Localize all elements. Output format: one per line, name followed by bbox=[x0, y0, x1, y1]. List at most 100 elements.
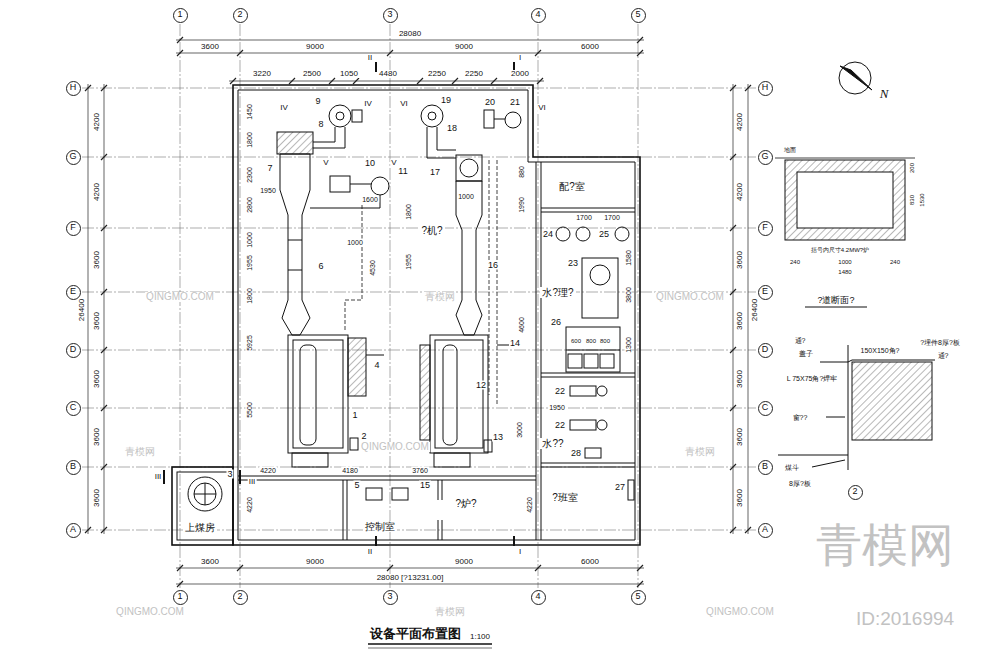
water-equipment bbox=[568, 354, 582, 368]
watermark: QINGMO.COM bbox=[115, 607, 185, 617]
dimension-text: 1800 bbox=[246, 287, 253, 305]
dimension-text: 2800 bbox=[246, 196, 253, 214]
room-label: 水?? bbox=[540, 438, 565, 449]
dimension-text: 6000 bbox=[580, 43, 600, 51]
axis-bubble: 3 bbox=[383, 8, 398, 23]
callout-number: 8 bbox=[317, 120, 324, 129]
water-equipment bbox=[566, 350, 620, 351]
callout-number: 2 bbox=[360, 432, 367, 441]
water-equipment bbox=[576, 227, 590, 241]
boiler bbox=[288, 335, 348, 453]
dimension-text: 4200 bbox=[736, 182, 744, 202]
callout-number: 6 bbox=[317, 262, 324, 271]
dimension-text: 4220 bbox=[526, 496, 533, 514]
callout-number: 24 bbox=[542, 230, 554, 239]
callout-number: 3 bbox=[226, 470, 233, 479]
hopper-detail bbox=[820, 360, 935, 362]
dimension-text: 3600 bbox=[736, 311, 744, 331]
dimension-line bbox=[176, 568, 644, 569]
callout-number: 4 bbox=[373, 361, 380, 370]
callout-number: 13 bbox=[492, 433, 504, 442]
water-equipment bbox=[590, 265, 610, 285]
axis-grid bbox=[82, 24, 756, 588]
note-text: 通? bbox=[937, 352, 950, 359]
dimension-text: 2250 bbox=[427, 70, 447, 78]
dimension-text: 1800 bbox=[405, 203, 412, 221]
axis-grid bbox=[180, 24, 181, 588]
dimension-text: 2500 bbox=[302, 70, 322, 78]
axis-bubble: F bbox=[758, 221, 773, 236]
hopper-detail bbox=[778, 345, 935, 470]
room-label: ?班室 bbox=[550, 492, 580, 503]
dimension-text: 1990 bbox=[518, 196, 525, 214]
dimension-text: 4480 bbox=[378, 70, 398, 78]
boiler bbox=[348, 338, 366, 396]
node-text: ?班室 bbox=[552, 492, 578, 503]
boiler bbox=[443, 345, 457, 445]
dimension-text: 1000 bbox=[457, 193, 475, 200]
coal-hopper bbox=[188, 477, 222, 511]
dimension-text: 1000 bbox=[837, 259, 852, 265]
fan bbox=[421, 105, 443, 127]
section-mark: VI bbox=[537, 104, 547, 112]
axis-bubble: 1 bbox=[173, 8, 188, 23]
axis-bubble: H bbox=[758, 81, 773, 96]
control-cabinet bbox=[366, 488, 408, 500]
axis-bubble: B bbox=[66, 460, 81, 475]
partition-wall bbox=[536, 162, 541, 540]
dimension-text: 1580 bbox=[625, 249, 632, 267]
callout-number: 1 bbox=[351, 411, 358, 420]
dimension-text: 3600 bbox=[200, 558, 220, 566]
callout-number: 9 bbox=[314, 97, 321, 106]
fan bbox=[352, 110, 362, 122]
axis-bubble: A bbox=[66, 523, 81, 538]
dust-collector bbox=[288, 240, 302, 270]
dimension-text: 1450 bbox=[246, 103, 253, 121]
fan bbox=[428, 112, 436, 120]
trench-section bbox=[805, 307, 867, 308]
room-label: 控制室 bbox=[363, 521, 397, 532]
watermark: ID:2016994 bbox=[855, 609, 955, 628]
fan bbox=[313, 127, 345, 148]
trench-section bbox=[775, 158, 915, 307]
dimension-text: 3600 bbox=[736, 488, 744, 508]
section-cut-mark bbox=[164, 62, 514, 546]
axis-bubble: D bbox=[758, 343, 773, 358]
axis-grid bbox=[82, 408, 756, 409]
dimension-text: 4220 bbox=[246, 496, 253, 514]
callout-number: 25 bbox=[598, 230, 610, 239]
trench-section bbox=[797, 172, 893, 228]
water-equipment bbox=[628, 480, 634, 500]
axis-grid bbox=[82, 350, 756, 351]
node-text: A bbox=[70, 525, 76, 535]
hopper-detail bbox=[778, 455, 848, 456]
coal-hopper bbox=[194, 483, 216, 505]
partition-wall bbox=[238, 476, 536, 480]
flue-duct bbox=[345, 205, 362, 330]
callout-number: 28 bbox=[570, 449, 582, 458]
node-text: G bbox=[69, 152, 76, 162]
boiler bbox=[366, 355, 384, 356]
dimension-text: 28080 [?13231.00] bbox=[376, 574, 445, 582]
boiler bbox=[434, 453, 470, 467]
node-text: G bbox=[761, 152, 768, 162]
dimension-text: 1800 bbox=[246, 131, 253, 149]
partition-wall bbox=[541, 463, 635, 467]
water-equipment bbox=[597, 420, 607, 430]
fan bbox=[310, 184, 380, 208]
dust-collector bbox=[280, 154, 310, 335]
boiler bbox=[300, 345, 316, 445]
building-wall bbox=[172, 467, 233, 545]
dimension-text: 3600 bbox=[93, 488, 101, 508]
building-wall bbox=[172, 85, 640, 545]
node-text: 控制室 bbox=[365, 521, 395, 532]
axis-bubble: F bbox=[66, 221, 81, 236]
axis-bubble: 5 bbox=[631, 8, 646, 23]
axis-bubble: H bbox=[66, 81, 81, 96]
dimension-text: 3600 bbox=[736, 427, 744, 447]
building-wall bbox=[233, 85, 640, 545]
dimension-line bbox=[176, 584, 644, 585]
callout-number: 23 bbox=[567, 259, 579, 268]
water-equipment bbox=[570, 386, 596, 396]
node-text: 上煤房 bbox=[185, 522, 215, 533]
